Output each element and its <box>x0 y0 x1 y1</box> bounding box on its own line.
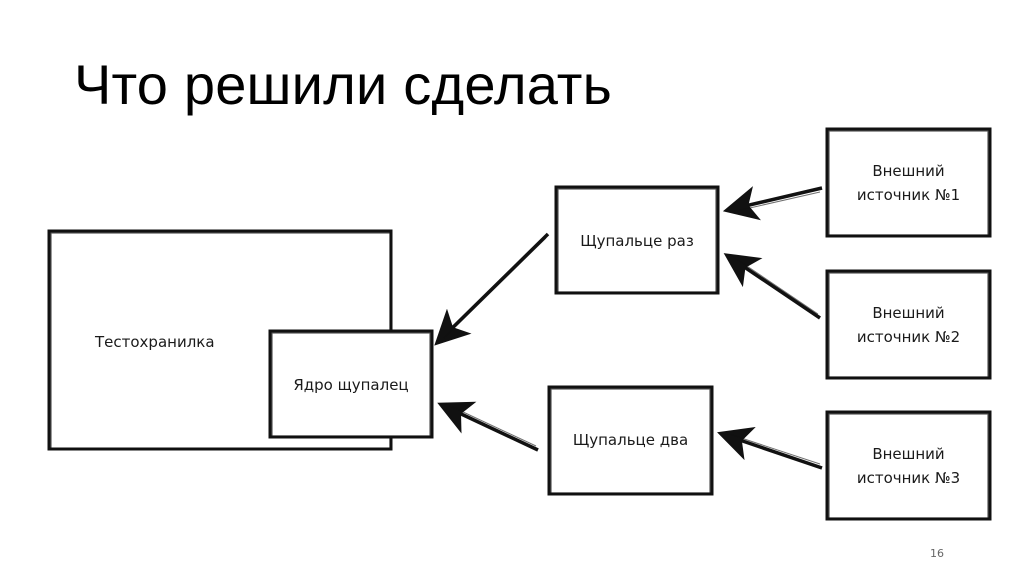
arrow-tentacle-one-to-core <box>434 232 550 346</box>
arrow-tentacle-two-to-core <box>437 401 539 452</box>
tentacle-two-label: Щупальце два <box>572 431 689 449</box>
source-3-label: Внешний источник №3 <box>856 445 961 487</box>
source-1-label: Внешний источник №1 <box>856 162 961 204</box>
arrow-source-3-to-tentacle-two <box>717 427 823 470</box>
arrow-source-1-to-tentacle-one <box>722 186 823 221</box>
core-box <box>268 329 434 439</box>
source-2-label: Внешний источник №2 <box>856 304 961 346</box>
core-label: Ядро щупалец <box>293 376 409 394</box>
tentacle-one-label: Щупальце раз <box>580 232 694 250</box>
source-2-box <box>825 269 992 380</box>
source-1-box <box>825 127 992 238</box>
page-number: 16 <box>930 547 944 560</box>
slide-title: Что решили сделать <box>74 53 613 116</box>
tentacle-one-box <box>554 185 720 295</box>
arrow-source-2-to-tentacle-one <box>723 253 821 320</box>
storage-label: Тестохранилка <box>95 333 215 351</box>
source-3-box <box>825 410 992 521</box>
tentacle-two-box <box>547 385 714 496</box>
